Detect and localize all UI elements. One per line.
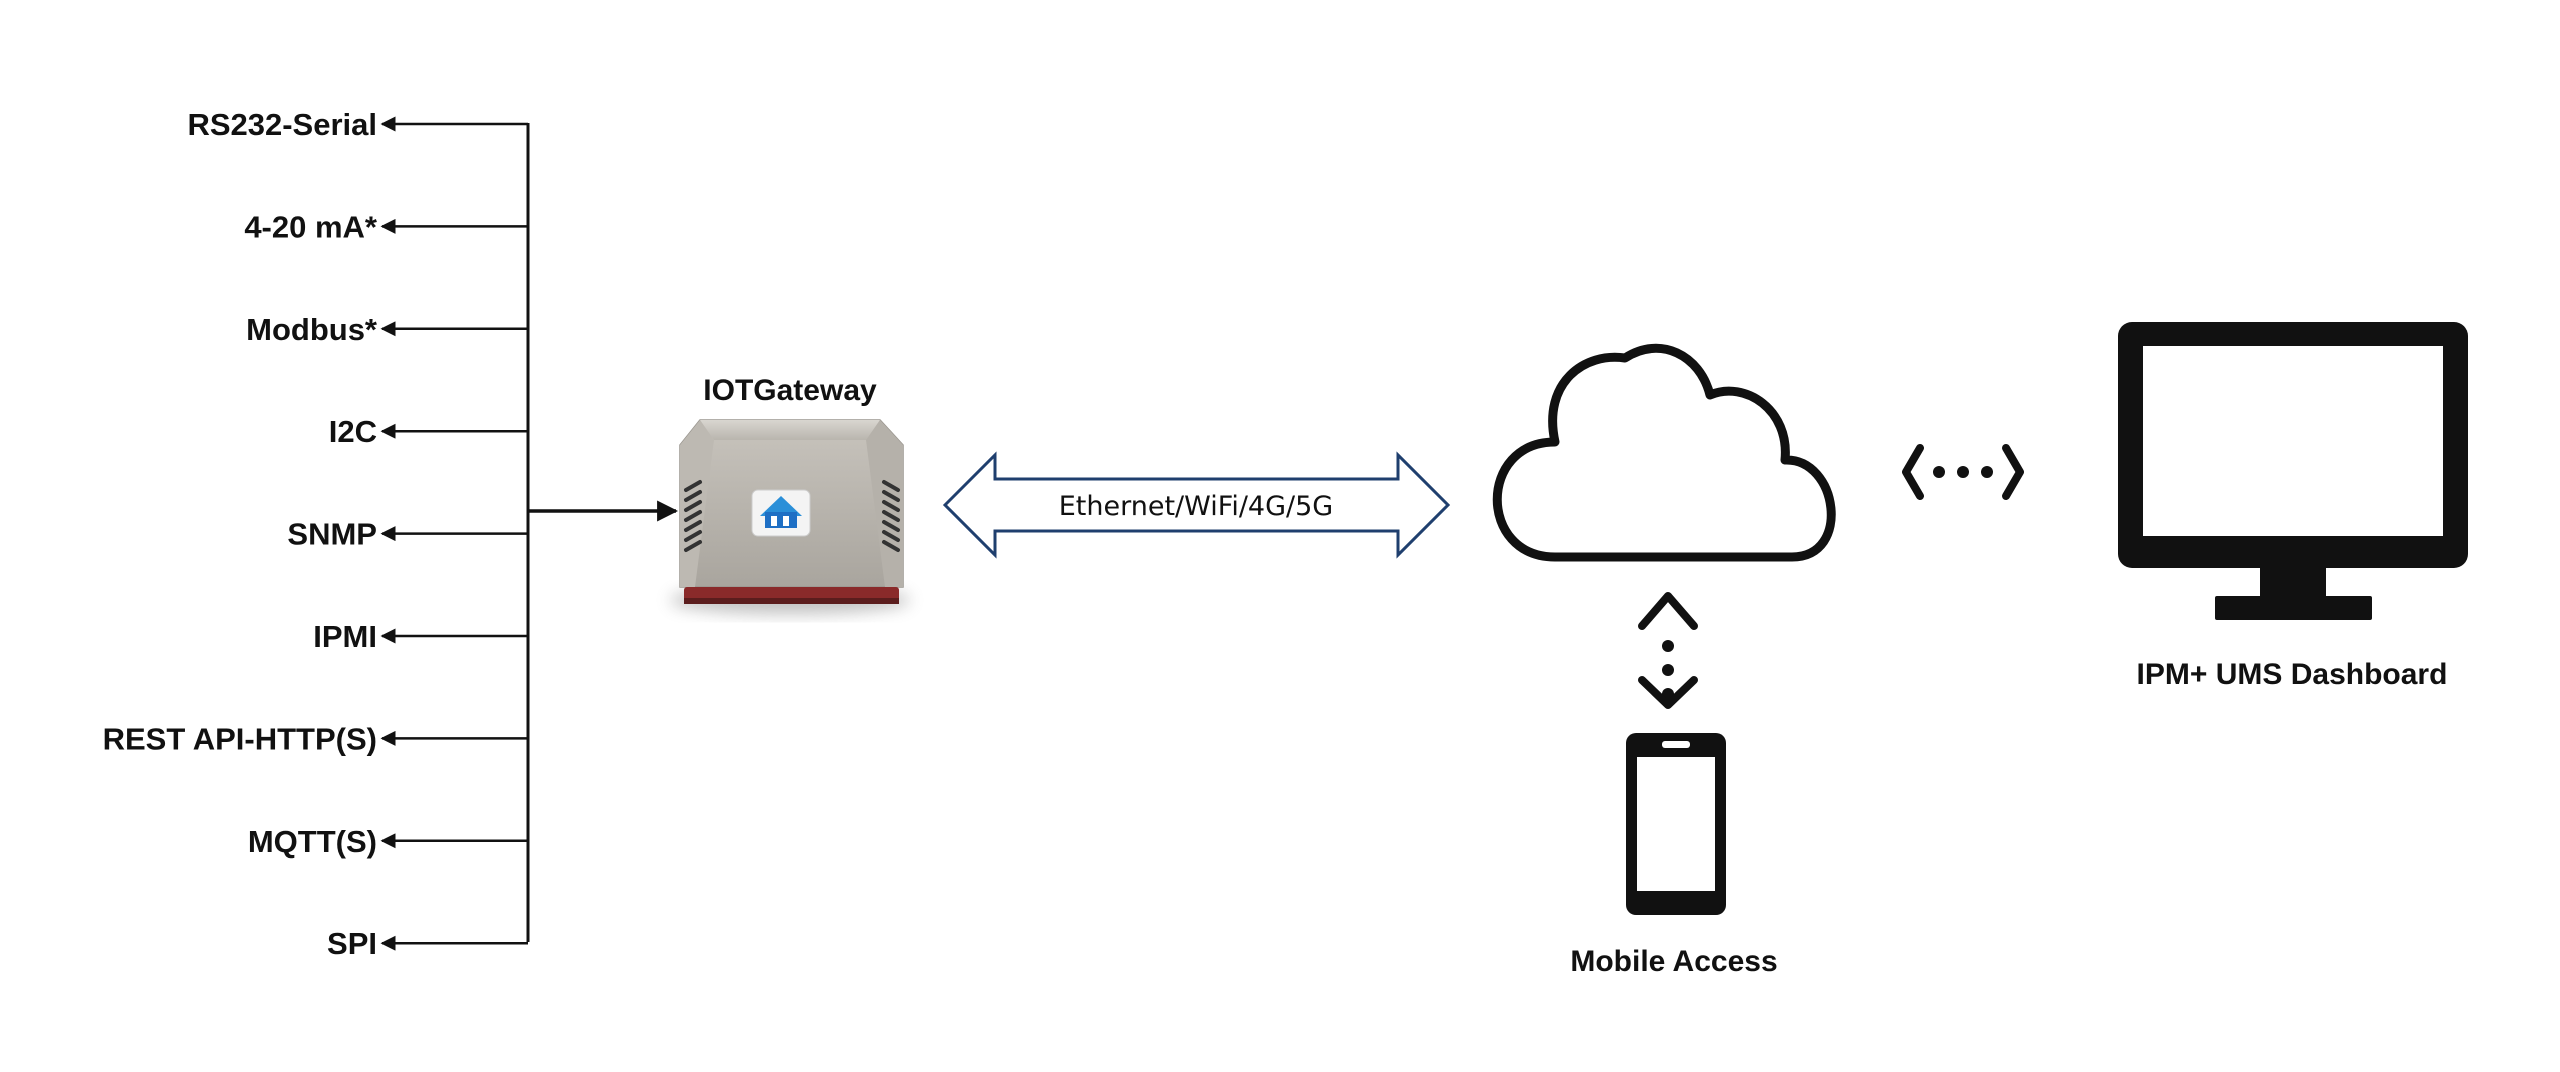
protocol-item: MQTT(S) [248, 824, 528, 859]
protocol-item: SNMP [287, 517, 528, 552]
protocol-label: SNMP [287, 517, 377, 552]
protocol-item: RS232-Serial [187, 107, 528, 142]
protocol-label: 4-20 mA* [244, 209, 378, 244]
protocol-item: REST API-HTTP(S) [103, 721, 528, 756]
smartphone-icon [1626, 733, 1726, 915]
protocol-list: RS232-Serial 4-20 mA* Modbus* I2C SNMP IPMI RE… [103, 107, 528, 961]
cloud-icon [1492, 343, 1836, 562]
protocol-item: IPMI [313, 619, 528, 654]
cloud-mobile-connector [1638, 592, 1698, 709]
network-link-arrow [942, 451, 1451, 559]
protocol-label: IPMI [313, 619, 377, 654]
monitor-icon [2118, 322, 2468, 620]
protocol-label: SPI [327, 926, 377, 961]
protocol-label: I2C [329, 414, 377, 449]
protocol-item: 4-20 mA* [244, 209, 528, 244]
protocol-item: Modbus* [246, 312, 528, 347]
protocol-item: I2C [329, 414, 528, 449]
protocol-label: Modbus* [246, 312, 378, 347]
protocol-label: RS232-Serial [187, 107, 377, 142]
gateway-title: IOTGateway [703, 374, 877, 407]
network-link-label: Ethernet/WiFi/4G/5G [1059, 491, 1333, 522]
iot-gateway-device-icon [670, 419, 910, 614]
cloud-dashboard-connector [1902, 444, 2024, 500]
protocol-item: SPI [327, 926, 528, 961]
dashboard-label: IPM+ UMS Dashboard [2137, 658, 2448, 691]
mobile-access-label: Mobile Access [1570, 945, 1777, 978]
protocol-label: REST API-HTTP(S) [103, 721, 377, 756]
protocol-label: MQTT(S) [248, 824, 377, 859]
